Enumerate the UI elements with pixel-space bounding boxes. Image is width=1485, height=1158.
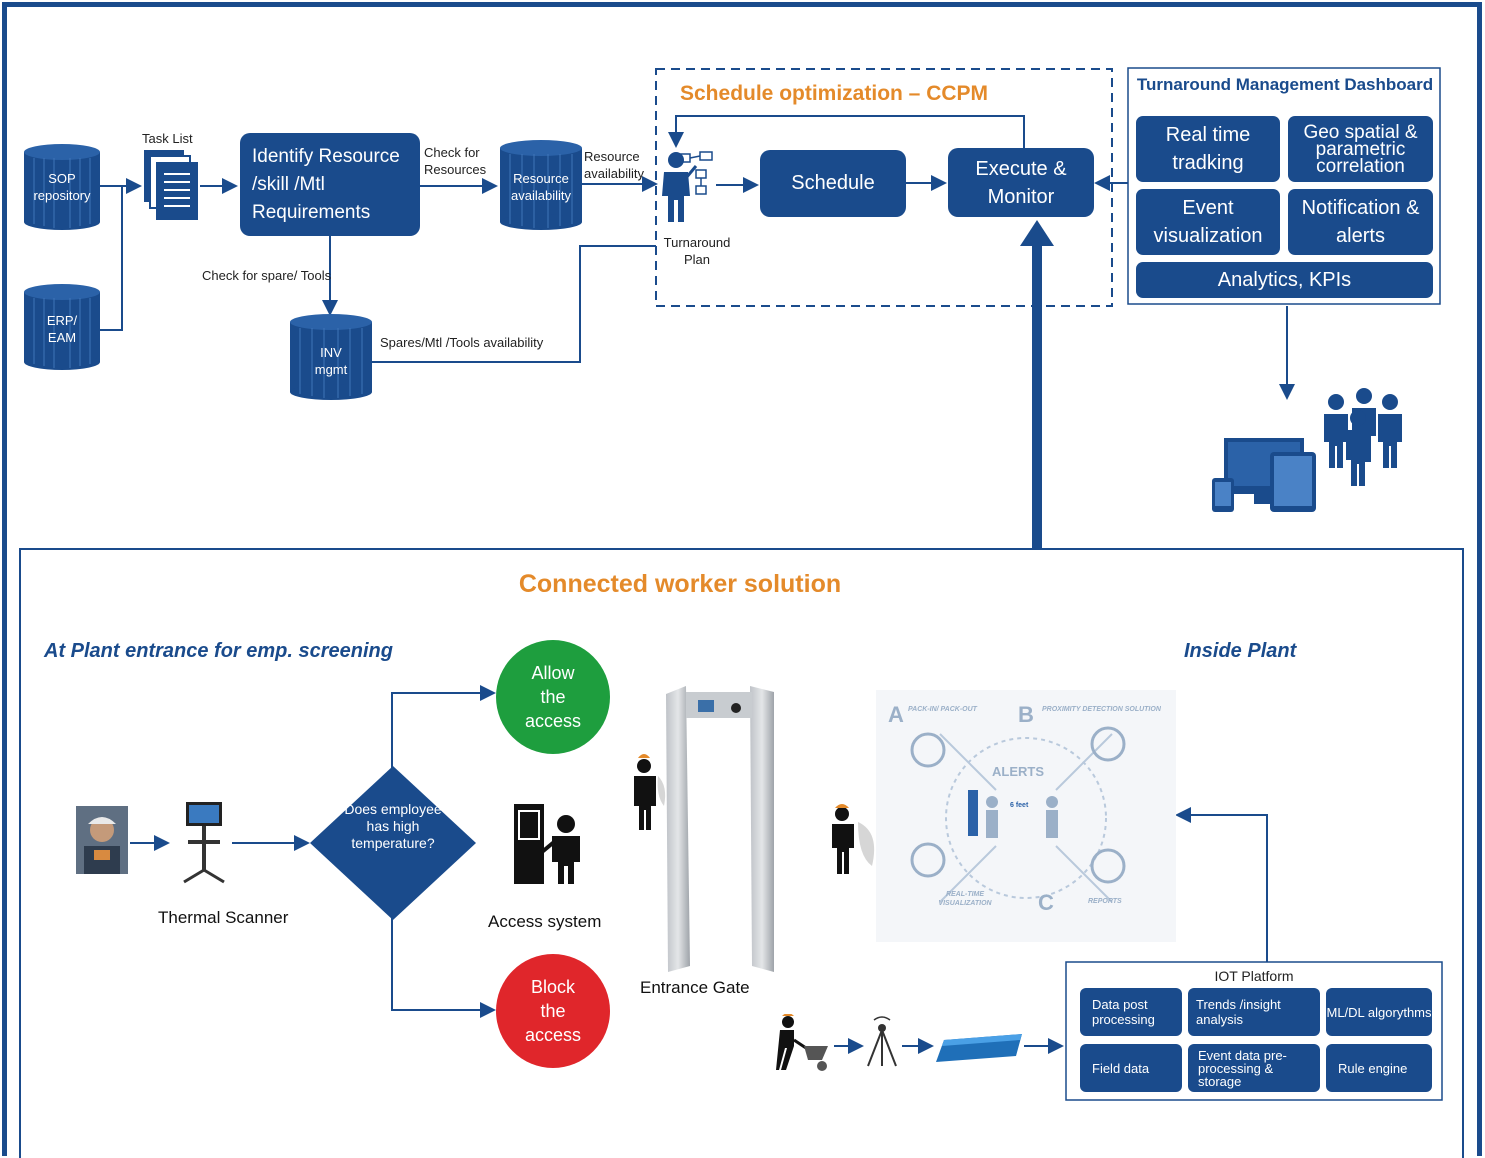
dashboard-tile-event: Event visualization [1136,189,1280,255]
dashboard-tile-notification: Notification & alerts [1288,189,1433,255]
entrance-gate-label: Entrance Gate [640,978,750,997]
decision-diamond [310,766,476,920]
ccpm-title: Schedule optimization – CCPM [680,82,989,105]
iot-tile-event-data: Event data pre-processing & storage [1188,1044,1320,1092]
decision-label: Does employee has high temperature? [344,801,442,851]
task-list-label: Task List [142,131,193,146]
planner-person-icon [662,151,713,222]
access-system-icon [514,804,580,884]
resource-db-label: Resource availability [511,171,571,203]
realtime-label: REAL-TIME VISUALIZATION [938,891,992,907]
dashboard-tile-geospatial: Geo spatial & parametric correlation [1288,116,1433,182]
schedule-box: Schedule [760,150,906,217]
connected-worker-title: Connected worker solution [518,570,842,598]
inside-heading: Inside Plant [1184,640,1297,662]
svg-text:B: B [1018,702,1034,727]
check-resources-label: Check for Resources [424,145,487,177]
proximity-alerts-illustration: A B C [888,702,1126,915]
dashboard-tile-realtime: Real time tradking [1136,116,1280,182]
database-icon [290,314,372,400]
thermal-scanner-label: Thermal Scanner [158,908,289,927]
sop-label: SOP repository [33,171,91,203]
dashboard-title: Turnaround Management Dashboard [1136,75,1434,94]
resource-availability-label: Resource availability [584,149,644,181]
proximity-alerts-graphic: A B C PACK-IN/ PACK-OUT PROXIMITY DETECT… [876,690,1176,942]
check-spare-label: Check for spare/ Tools [202,268,332,283]
iot-platform-title: IOT Platform [1214,968,1294,984]
database-icon [500,140,582,230]
worker-silhouette-icon [832,804,875,874]
inv-label: INV mgmt [314,345,348,377]
iot-tile-trends: Trends /insight analysis [1188,988,1320,1036]
identify-requirements-box: Identify Resource /skill /Mtl Requiremen… [240,133,420,236]
block-access-circle: Block the access [496,954,610,1068]
execute-monitor-box: Execute & Monitor [948,148,1094,217]
antenna-beacon-icon [867,1016,897,1067]
thermal-scanner-icon [183,802,225,884]
access-system-label: Access system [488,912,602,931]
identify-label: Identify Resource /skill /Mtl Requiremen… [252,145,400,223]
document-stack-icon [144,150,198,220]
spares-availability-label: Spares/Mtl /Tools availability [380,335,544,350]
devices-and-users-icon [1212,388,1402,512]
inv-mgmt-db: INV mgmt [290,314,372,400]
turnaround-plan-label: Turnaround Plan [663,235,731,267]
distance-label: 6 feet [1010,802,1029,809]
erp-eam-db: ERP/ EAM [24,284,100,370]
iot-tile-data-post: Data post processing [1080,988,1182,1036]
entrance-heading: At Plant entrance for emp. screening [44,640,393,662]
execute-label: Execute & Monitor [975,157,1067,208]
gateway-device-icon [936,1034,1022,1062]
proximity-label: PROXIMITY DETECTION SOLUTION [1042,706,1161,713]
sop-repository-db: SOP repository [24,144,100,230]
resource-availability-db: Resource availability [500,140,582,230]
alerts-label: ALERTS [992,764,1044,779]
worker-photo [76,806,128,874]
pack-in-label: PACK-IN/ PACK-OUT [908,706,977,713]
wheelbarrow-worker-icon [776,1014,828,1071]
database-icon [24,284,100,370]
entrance-gate-image [634,686,774,972]
dashboard-tile-analytics: Analytics, KPIs [1136,262,1433,298]
iot-tile-ml: ML/DL algorythms [1326,988,1432,1036]
erp-label: ERP/ EAM [46,313,78,345]
iot-tile-rule-engine: Rule engine [1326,1044,1432,1092]
reports-label: REPORTS [1088,898,1122,905]
allow-access-circle: Allow the access [496,640,610,754]
schedule-label: Schedule [791,172,875,194]
svg-text:C: C [1038,890,1054,915]
svg-text:A: A [888,702,904,727]
iot-tile-field-data: Field data [1080,1044,1182,1092]
database-icon [24,144,100,230]
